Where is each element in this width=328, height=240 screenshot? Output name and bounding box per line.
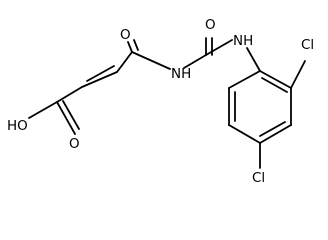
- chemical-structure: HO O O O NH NH Cl Cl: [7, 17, 314, 186]
- bond-carboxyl-carbonyl: [56, 101, 76, 135]
- bond-nh-to-urea-carbon: [183, 54, 207, 69]
- amide-oxygen-label: O: [120, 27, 131, 43]
- bond-carboxyl-carbonyl-double: [62, 100, 80, 130]
- bond-carboxyl-to-vinyl: [56, 86, 83, 103]
- bond-ring-3: [259, 124, 292, 144]
- chlorine-para-label: Cl: [252, 170, 265, 186]
- bond-ring-4: [228, 124, 261, 144]
- bond-ring-to-cl-ortho: [290, 60, 306, 89]
- aryl-nh-label: NH: [233, 33, 253, 49]
- bond-ring-1: [259, 70, 292, 89]
- imide-nh-label: NH: [171, 66, 191, 82]
- hydroxyl-label: HO: [7, 118, 28, 134]
- bond-hydroxyl-carbon: [28, 101, 58, 119]
- bond-urea-to-aryl-nh: [205, 39, 233, 56]
- bonds: [28, 37, 306, 169]
- bond-ring-3-inner: [259, 121, 286, 137]
- bond-aryl-nh-to-ring: [246, 47, 261, 72]
- atom-labels: HO O O O NH NH Cl Cl: [7, 17, 314, 186]
- bond-amide-to-nh: [131, 51, 171, 70]
- chlorine-ortho-label: Cl: [301, 37, 314, 53]
- carboxyl-oxygen-label: O: [69, 136, 80, 152]
- urea-oxygen-label: O: [205, 17, 216, 33]
- bond-vinyl-double-inner: [86, 65, 115, 82]
- bond-amide-carbonyl-double: [133, 39, 139, 51]
- bond-vinyl-to-amide: [116, 51, 133, 73]
- bond-amide-carbonyl: [127, 41, 133, 53]
- bond-ring-1-inner: [261, 77, 288, 93]
- bond-vinyl-double: [81, 71, 118, 88]
- bond-ring-6: [228, 70, 261, 89]
